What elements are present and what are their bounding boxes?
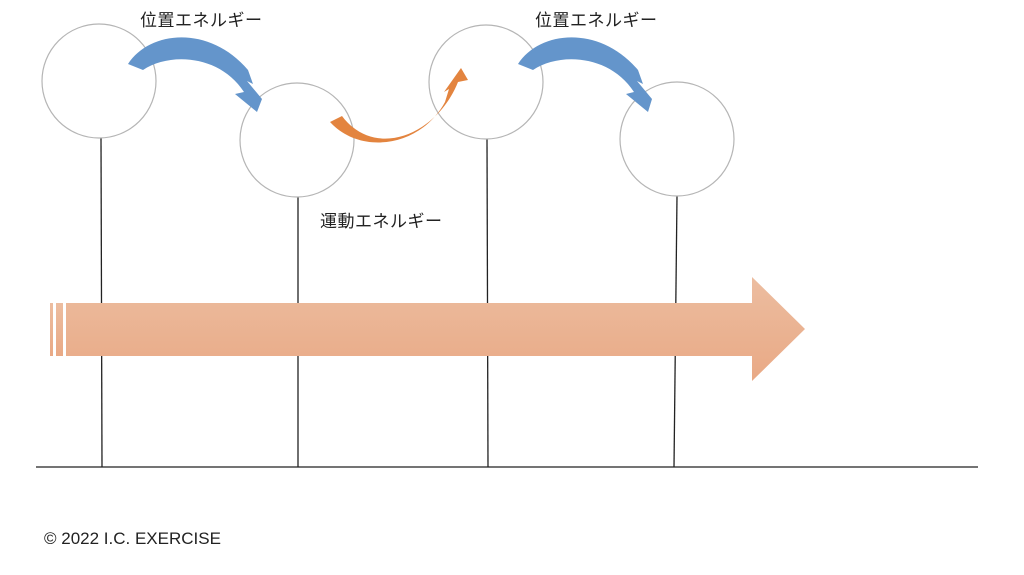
kinetic-energy-label: 運動エネルギー [320,212,443,232]
copyright-text: © 2022 I.C. EXERCISE [44,529,221,548]
ball-circle [239,82,355,198]
time-arrow-stripe [56,303,63,356]
potential-energy-label: 位置エネルギー [535,11,658,31]
time-arrow [50,277,805,381]
post-line [100,137,103,468]
time-arrow-stripe [50,303,53,356]
time-arrow-body [66,277,805,381]
ball-circle [619,81,735,197]
ball-circle [428,24,544,140]
ball-circle [41,23,157,139]
potential-energy-label: 位置エネルギー [140,11,263,31]
potential-energy-arrow [518,37,652,112]
potential-energy-arrow [128,37,262,112]
